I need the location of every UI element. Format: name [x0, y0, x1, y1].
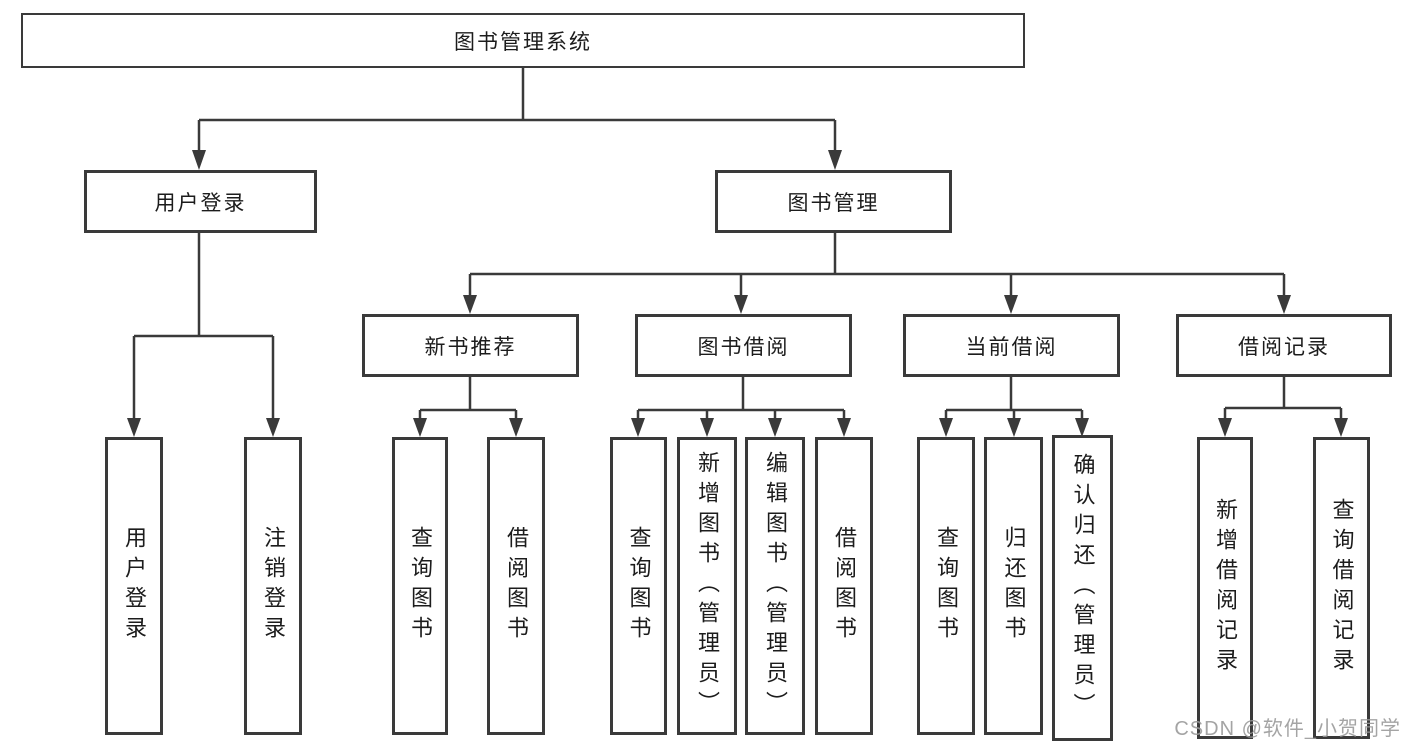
leaf-return-book: 归还图书: [984, 437, 1043, 735]
leaf-add-borrow-record: 新增借阅记录: [1197, 437, 1253, 739]
node-new-book-recommend: 新书推荐: [362, 314, 579, 377]
node-borrow-records-label: 借阅记录: [1238, 335, 1330, 359]
leaf-borrow-book: 借阅图书: [815, 437, 873, 735]
leaf-add-borrow-record-label: 新增借阅记录: [1213, 498, 1238, 678]
connector-borrow-records: [1223, 377, 1343, 419]
node-borrow-records: 借阅记录: [1176, 314, 1392, 377]
node-book-management-label: 图书管理: [787, 191, 880, 215]
leaf-borrow-query-books-label: 查询图书: [626, 526, 652, 646]
leaf-confirm-return-admin-label: 确认归还（管理员）: [1070, 453, 1096, 723]
leaf-current-query-books: 查询图书: [917, 437, 975, 735]
leaf-edit-book-admin: 编辑图书（管理员）: [745, 437, 805, 735]
leaf-user-login: 用户登录: [105, 437, 163, 735]
connector-new-books: [418, 377, 518, 419]
node-book-borrow: 图书借阅: [635, 314, 852, 377]
leaf-newbooks-borrow-books-label: 借阅图书: [504, 526, 529, 646]
node-root-label: 图书管理系统: [454, 30, 592, 54]
connector-user-login: [132, 233, 275, 419]
connector-book-borrow: [636, 377, 846, 419]
leaf-add-book-admin-label: 新增图书（管理员）: [695, 451, 720, 721]
csdn-watermark: CSDN @软件_小贺同学: [1174, 718, 1401, 740]
leaf-query-borrow-record: 查询借阅记录: [1313, 437, 1370, 739]
leaf-newbooks-query-books: 查询图书: [392, 437, 448, 735]
leaf-borrow-query-books: 查询图书: [610, 437, 667, 735]
leaf-add-book-admin: 新增图书（管理员）: [677, 437, 737, 735]
connector-root: [197, 68, 837, 150]
connector-current-borrow: [944, 377, 1084, 419]
node-user-login: 用户登录: [84, 170, 317, 233]
node-current-borrow: 当前借阅: [903, 314, 1120, 377]
leaf-newbooks-borrow-books: 借阅图书: [487, 437, 545, 735]
node-book-management: 图书管理: [715, 170, 952, 233]
leaf-user-login-label: 用户登录: [122, 526, 147, 646]
node-user-login-label: 用户登录: [154, 191, 247, 215]
leaf-newbooks-query-books-label: 查询图书: [408, 526, 433, 646]
leaf-confirm-return-admin: 确认归还（管理员）: [1052, 435, 1113, 741]
leaf-borrow-book-label: 借阅图书: [832, 526, 857, 646]
node-current-borrow-label: 当前借阅: [965, 335, 1058, 359]
leaf-edit-book-admin-label: 编辑图书（管理员）: [763, 451, 788, 721]
leaf-logout-label: 注销登录: [261, 526, 286, 646]
node-root-system: 图书管理系统: [21, 13, 1025, 68]
node-book-borrow-label: 图书借阅: [697, 335, 790, 359]
leaf-current-query-books-label: 查询图书: [934, 526, 959, 646]
leaf-query-borrow-record-label: 查询借阅记录: [1329, 498, 1355, 678]
connector-book-management: [468, 233, 1286, 296]
arrowheads: [127, 150, 1348, 437]
leaf-logout: 注销登录: [244, 437, 302, 735]
leaf-return-book-label: 归还图书: [1001, 526, 1027, 646]
node-new-book-recommend-label: 新书推荐: [424, 335, 517, 359]
